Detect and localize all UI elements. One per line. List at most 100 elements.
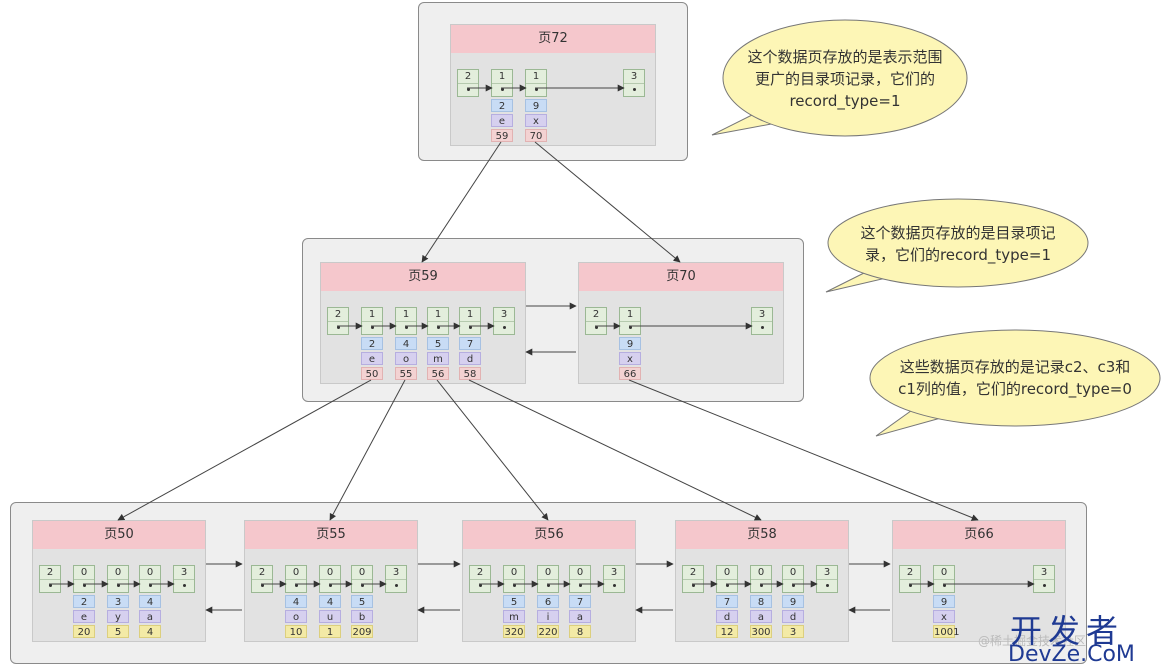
record-header: 0 <box>716 565 738 593</box>
next-pointer-dot <box>613 584 616 587</box>
c3-value: x <box>619 352 641 365</box>
middle-note-bubble <box>827 198 1089 288</box>
next-pointer-dot <box>1043 584 1046 587</box>
record-type: 2 <box>470 566 490 580</box>
record-header: 1 <box>361 307 383 335</box>
record-type: 1 <box>460 308 480 322</box>
c3-value: u <box>319 610 341 623</box>
record-header: 0 <box>537 565 559 593</box>
next-pointer-dot <box>726 584 729 587</box>
bottom-note-bubble-text: 这些数据页存放的是记录c2、c3和 <box>900 358 1131 376</box>
record-type: 0 <box>286 566 306 580</box>
next-pointer-dot <box>83 584 86 587</box>
c2-value: 9 <box>782 595 804 608</box>
next-pointer-dot <box>295 584 298 587</box>
record-type: 2 <box>252 566 272 580</box>
record-header: 1 <box>491 69 513 97</box>
c1-value: 1001 <box>933 625 960 638</box>
record-header: 3 <box>493 307 515 335</box>
next-pointer-dot <box>503 326 506 329</box>
child-page-pointer <box>421 141 502 263</box>
c3-value: d <box>716 610 738 623</box>
record-header: 0 <box>319 565 341 593</box>
record-header: 1 <box>427 307 449 335</box>
record-header: 1 <box>459 307 481 335</box>
record-type: 3 <box>817 566 837 580</box>
page-title: 页59 <box>321 263 525 291</box>
record-header: 2 <box>39 565 61 593</box>
c1-value: 209 <box>351 625 373 638</box>
c2-value: 4 <box>139 595 161 608</box>
record-header: 0 <box>750 565 772 593</box>
record-header: 0 <box>782 565 804 593</box>
record-header: 0 <box>73 565 95 593</box>
c2-value: 7 <box>569 595 591 608</box>
c1-value: 3 <box>782 625 804 638</box>
record-header: 3 <box>385 565 407 593</box>
watermark-brand-cn: 开发者 <box>1010 612 1125 650</box>
record-header: 0 <box>933 565 955 593</box>
c2-value: 4 <box>285 595 307 608</box>
record-type: 0 <box>320 566 340 580</box>
c1-value: 56 <box>427 367 449 380</box>
c3-value: a <box>139 610 161 623</box>
next-pointer-dot <box>361 584 364 587</box>
page-title: 页56 <box>463 521 635 549</box>
c2-value: 9 <box>933 595 955 608</box>
next-pointer-dot <box>629 326 632 329</box>
page-title: 页70 <box>579 263 783 291</box>
record-header: 3 <box>603 565 625 593</box>
page-title: 页55 <box>245 521 417 549</box>
record-type: 0 <box>74 566 94 580</box>
bottom-note-bubble-text: c1列的值，它们的record_type=0 <box>898 380 1132 399</box>
watermark-faint: @稀土掘金技术社区 <box>978 634 1087 648</box>
c2-value: 6 <box>537 595 559 608</box>
c2-value: 2 <box>73 595 95 608</box>
c1-value: 5 <box>107 625 129 638</box>
record-header: 0 <box>351 565 373 593</box>
c1-value: 1 <box>319 625 341 638</box>
record-header: 0 <box>139 565 161 593</box>
next-pointer-dot <box>261 584 264 587</box>
c1-value: 12 <box>716 625 738 638</box>
c2-value: 3 <box>107 595 129 608</box>
record-header: 2 <box>327 307 349 335</box>
c1-value: 59 <box>491 129 513 142</box>
next-pointer-dot <box>49 584 52 587</box>
next-pointer-dot <box>329 584 332 587</box>
c2-value: 9 <box>619 337 641 350</box>
next-pointer-dot <box>633 88 636 91</box>
c1-value: 66 <box>619 367 641 380</box>
page-title: 页72 <box>451 25 655 53</box>
record-type: 3 <box>604 566 624 580</box>
middle-note-bubble-text: 录，它们的record_type=1 <box>865 246 1051 265</box>
record-header: 2 <box>469 565 491 593</box>
c2-value: 4 <box>319 595 341 608</box>
record-type: 1 <box>492 70 512 84</box>
c3-value: y <box>107 610 129 623</box>
c1-value: 20 <box>73 625 95 638</box>
c3-value: e <box>73 610 95 623</box>
c1-value: 50 <box>361 367 383 380</box>
top-note-bubble <box>722 19 968 137</box>
next-pointer-dot <box>183 584 186 587</box>
c2-value: 5 <box>503 595 525 608</box>
record-type: 1 <box>428 308 448 322</box>
c3-value: o <box>395 352 417 365</box>
c1-value: 300 <box>750 625 772 638</box>
child-page-pointer <box>329 379 406 521</box>
watermark-brand-en: DevZe.CoM <box>1008 642 1135 667</box>
record-header: 2 <box>585 307 607 335</box>
record-header: 3 <box>623 69 645 97</box>
record-type: 2 <box>40 566 60 580</box>
next-pointer-dot <box>437 326 440 329</box>
child-page-pointer <box>436 379 549 521</box>
child-page-pointer <box>468 379 762 521</box>
record-header: 3 <box>751 307 773 335</box>
next-pointer-dot <box>479 584 482 587</box>
record-header: 1 <box>395 307 417 335</box>
c3-value: o <box>285 610 307 623</box>
next-pointer-dot <box>792 584 795 587</box>
